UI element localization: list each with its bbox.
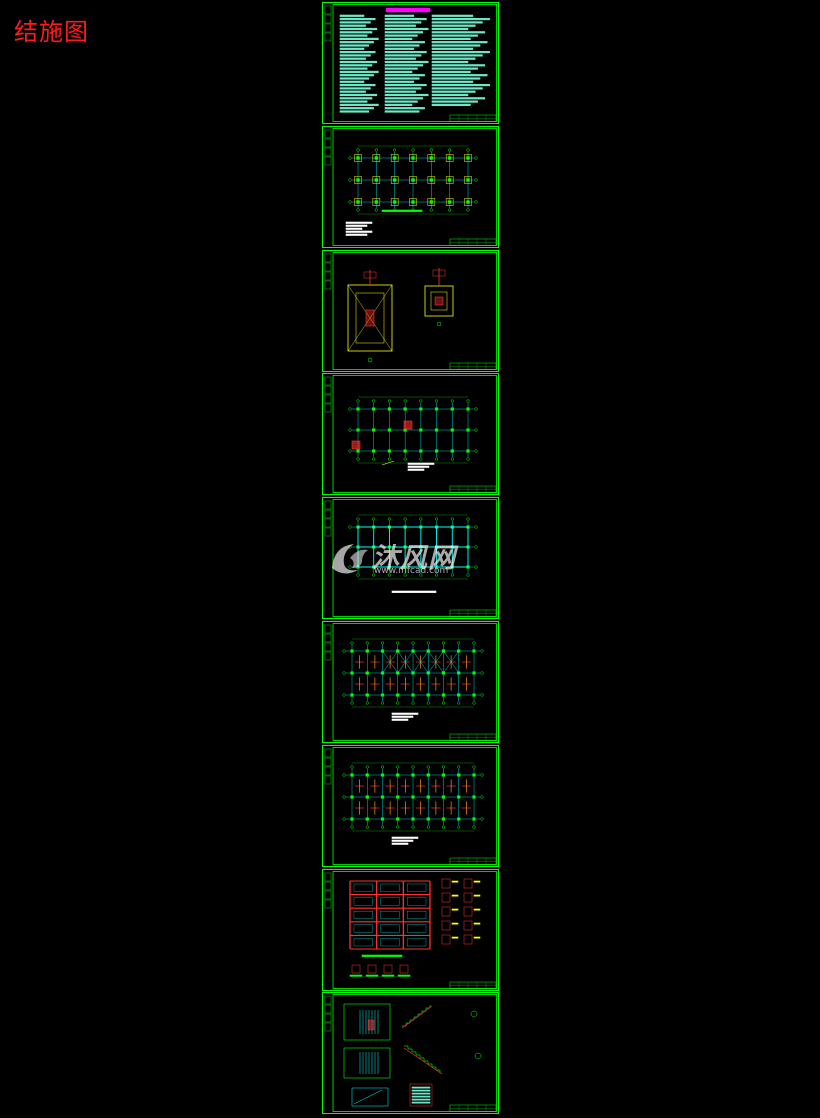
drawing-sheet-frame-elevation [322,868,499,991]
drawing-strip [322,2,499,1116]
drawing-sheet-notes [322,2,499,124]
drawing-sheet-footing-detail [322,249,499,372]
drawing-sheet-column-plan [322,373,499,496]
drawing-sheet-beam-plan [322,497,499,620]
page-title: 结施图 [14,18,89,46]
drawing-sheet-roof-plan [322,744,499,867]
drawing-sheet-slab-plan [322,621,499,743]
drawing-sheet-foundation-plan [322,125,499,248]
drawing-sheet-stair-detail [322,992,499,1115]
